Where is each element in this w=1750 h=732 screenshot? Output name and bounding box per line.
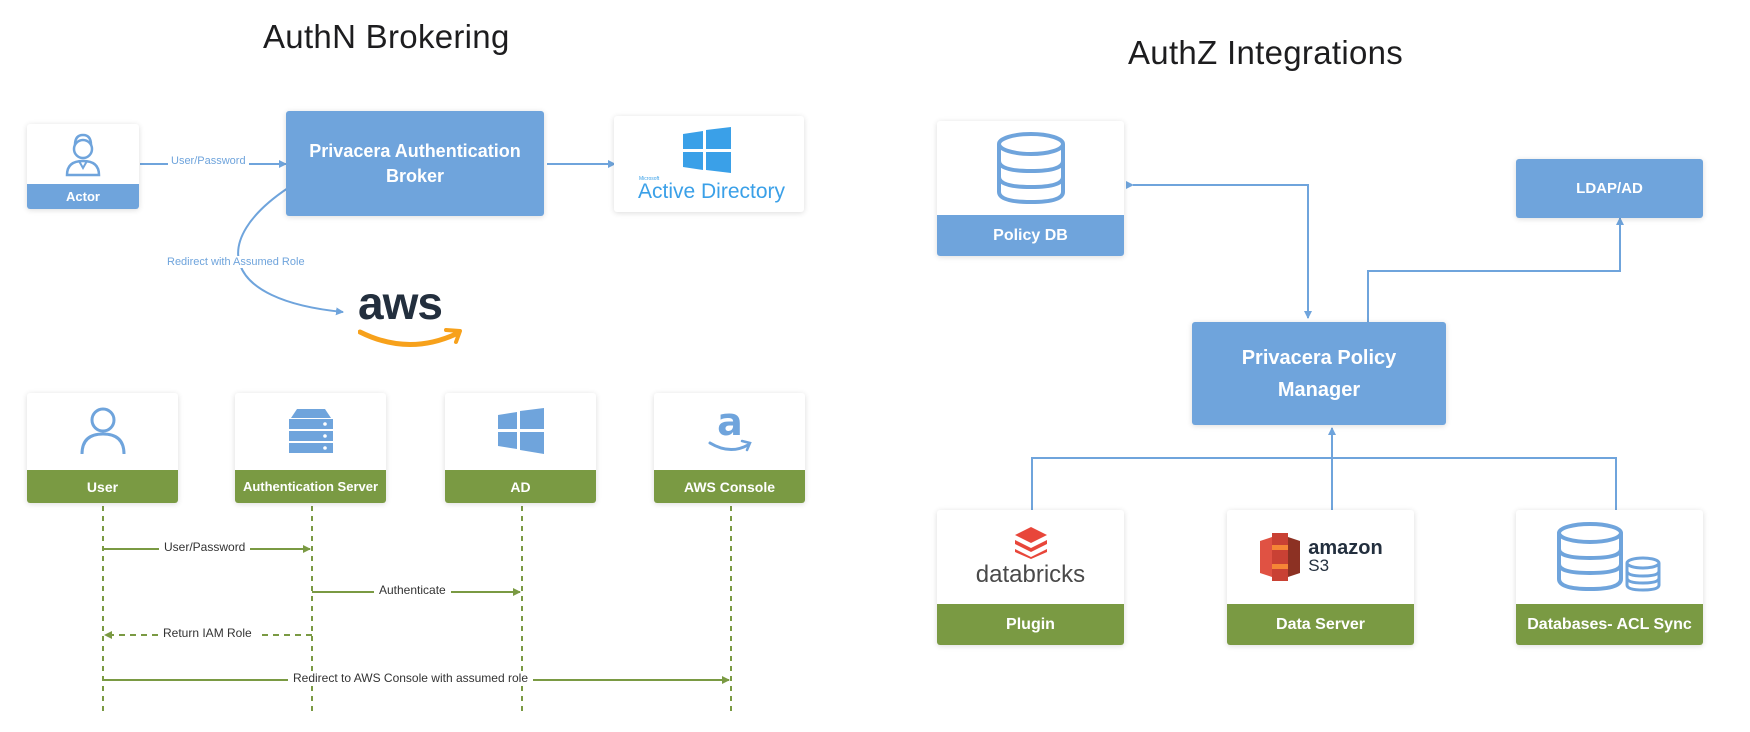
participant-aws-console-label: AWS Console xyxy=(654,470,805,503)
edge-label-redirect: Redirect with Assumed Role xyxy=(164,256,308,268)
policy-db-node: Policy DB xyxy=(937,121,1124,256)
authn-title: AuthN Brokering xyxy=(263,18,510,55)
msg-label-return-iam-role: Return IAM Role xyxy=(158,626,257,640)
auth-broker-node: Privacera Authentication Broker xyxy=(286,111,544,216)
policydb-manager-link xyxy=(1126,181,1312,319)
manager-to-ldap-arrow xyxy=(1367,217,1624,323)
aws-logo-text: aws xyxy=(358,277,443,329)
participant-auth-server: Authentication Server xyxy=(235,393,386,503)
databases-label: Databases- ACL Sync xyxy=(1516,604,1703,645)
components-bus xyxy=(1031,457,1617,510)
edge-label-user-password: User/Password xyxy=(168,155,249,167)
policy-db-label: Policy DB xyxy=(937,215,1124,256)
svg-text:a: a xyxy=(717,405,743,444)
databases-icon xyxy=(1556,522,1660,592)
participant-ad-label: AD xyxy=(445,470,596,503)
database-icon xyxy=(996,132,1065,204)
user-icon xyxy=(80,407,125,455)
s3-logo-text: S3 xyxy=(1308,556,1330,575)
active-directory-node: Microsoft Active Directory xyxy=(614,116,804,212)
msg-label-authenticate: Authenticate xyxy=(374,583,451,597)
actor-icon xyxy=(27,124,139,184)
windows-icon xyxy=(497,408,544,454)
msg-label-redirect-aws: Redirect to AWS Console with assumed rol… xyxy=(288,671,533,685)
ldap-ad-node: LDAP/AD xyxy=(1516,159,1703,218)
amazon-s3-icon xyxy=(1260,533,1301,581)
amazon-logo-text: amazon xyxy=(1308,537,1383,559)
amazon-icon: a xyxy=(708,405,752,452)
authz-title: AuthZ Integrations xyxy=(1128,34,1404,71)
ad-logo-microsoft: Microsoft xyxy=(639,176,660,182)
actor-label: Actor xyxy=(27,184,139,209)
databases-node: Databases- ACL Sync xyxy=(1516,510,1703,645)
aws-logo: aws xyxy=(356,277,466,352)
data-server-label: Data Server xyxy=(1227,604,1414,645)
actor-node: Actor xyxy=(27,124,139,209)
participant-ad: AD xyxy=(445,393,596,503)
participant-auth-server-label: Authentication Server xyxy=(235,470,386,503)
server-icon xyxy=(288,409,333,453)
windows-icon xyxy=(683,127,731,173)
databricks-logo-text: databricks xyxy=(975,561,1086,588)
aws-smile-icon xyxy=(358,328,462,347)
participant-user: User xyxy=(27,393,178,503)
policy-manager-node: Privacera Policy Manager xyxy=(1192,322,1446,425)
participant-user-label: User xyxy=(27,470,178,503)
msg-label-user-password: User/Password xyxy=(159,540,251,554)
plugin-node: databricks Plugin xyxy=(937,510,1124,645)
participant-aws-console: a AWS Console xyxy=(654,393,805,503)
ad-logo-text: Active Directory xyxy=(638,180,786,203)
plugin-label: Plugin xyxy=(937,604,1124,645)
databricks-icon xyxy=(1014,527,1047,559)
data-server-node: amazon S3 Data Server xyxy=(1227,510,1414,645)
